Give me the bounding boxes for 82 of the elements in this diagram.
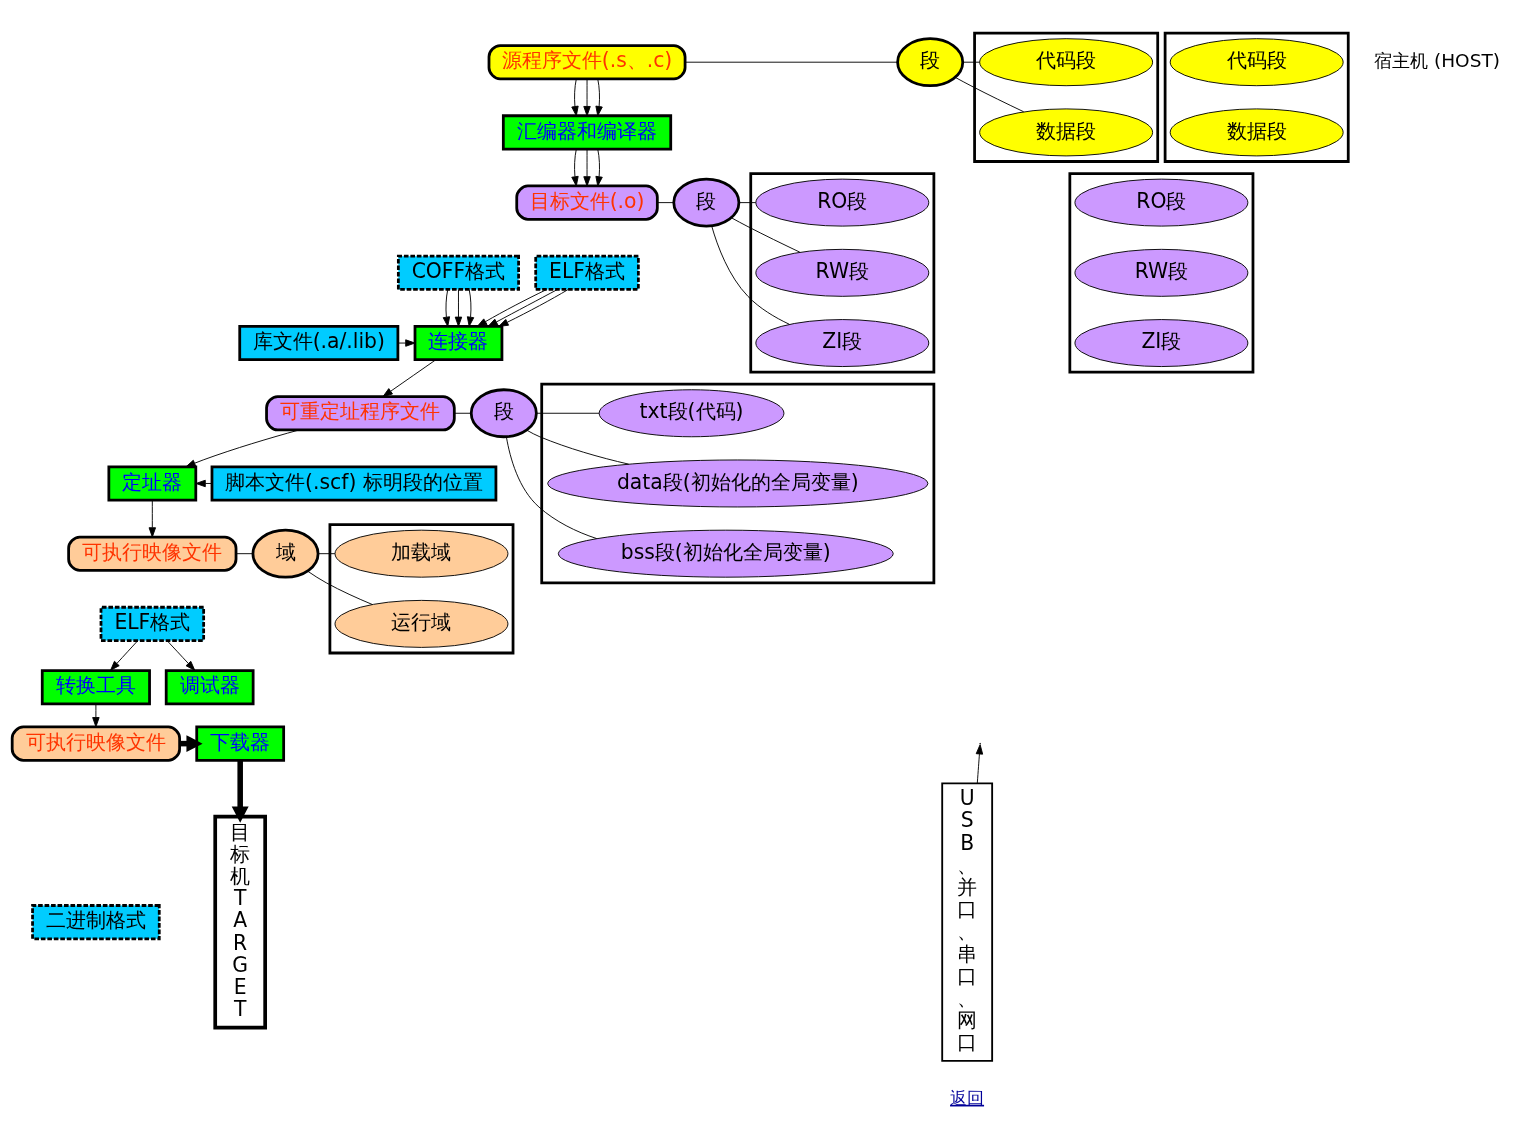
arrow xyxy=(595,78,603,116)
arrow xyxy=(110,639,139,671)
connector xyxy=(962,61,981,63)
arrow xyxy=(442,288,451,327)
connector xyxy=(235,552,254,554)
node-box: 脚本文件(.scf) 标明段的位置 xyxy=(210,464,498,501)
connector xyxy=(454,412,472,414)
arrow xyxy=(571,148,579,186)
arrow xyxy=(466,288,475,327)
node-ellipse: 段 xyxy=(469,387,538,438)
node-ellipse: ZI段 xyxy=(1074,318,1249,367)
node-box: 二进制格式 xyxy=(31,903,161,940)
node-ellipse: txt段(代码) xyxy=(598,388,785,437)
node-box: 可执行映像文件 xyxy=(10,725,181,762)
node-box: 目标文件(.o) xyxy=(515,184,659,221)
cluster xyxy=(328,522,515,654)
node-ellipse: RO段 xyxy=(755,178,930,227)
node-ellipse: bss段(初始化全局变量) xyxy=(557,529,894,578)
label: 宿主机 (HOST) xyxy=(1374,49,1500,71)
node-box: 汇编器和编译器 xyxy=(501,113,673,150)
connector xyxy=(505,436,598,539)
node-box: 下载器 xyxy=(195,725,286,762)
arrow xyxy=(595,148,603,186)
connector xyxy=(536,412,600,414)
node-ellipse: 加载域 xyxy=(334,529,509,578)
node-box: 可重定址程序文件 xyxy=(265,394,456,431)
node-box: 调试器 xyxy=(164,668,255,705)
arrow xyxy=(195,479,213,487)
connector xyxy=(318,552,336,554)
node-box: 定址器 xyxy=(107,464,198,501)
node-ellipse: RW段 xyxy=(1074,248,1249,297)
node-box: ELF格式 xyxy=(99,605,206,642)
arrow xyxy=(498,288,569,327)
node-ellipse: 运行域 xyxy=(334,599,509,648)
node-ellipse: 代码段 xyxy=(1169,37,1344,86)
node-ellipse: RW段 xyxy=(755,248,930,297)
cluster xyxy=(1068,171,1255,374)
arrow xyxy=(583,148,591,186)
node-box: USB、并口、串口、网口 xyxy=(941,781,994,1062)
cluster xyxy=(973,31,1160,163)
connector xyxy=(307,570,373,605)
cluster xyxy=(1163,31,1350,163)
connector xyxy=(731,216,801,253)
arrow xyxy=(231,760,249,823)
node-box: COFF格式 xyxy=(396,254,520,291)
node-box: 库文件(.a/.lib) xyxy=(238,324,400,361)
connector xyxy=(711,224,790,325)
node-box: 源程序文件(.s、.c) xyxy=(487,43,687,80)
arrow xyxy=(975,743,984,784)
arrow xyxy=(487,288,558,327)
arrow xyxy=(185,429,300,467)
cluster xyxy=(540,382,936,584)
node-box: 可执行映像文件 xyxy=(67,535,238,572)
node-ellipse: 代码段 xyxy=(979,37,1154,86)
arrow xyxy=(148,499,156,537)
arrow xyxy=(382,358,437,397)
arrow xyxy=(92,702,100,727)
node-ellipse: 数据段 xyxy=(979,107,1154,156)
arrow xyxy=(166,639,196,671)
node-ellipse: data段(初始化的全局变量) xyxy=(547,459,929,507)
arrow xyxy=(397,338,416,347)
node-box: 目标机TARGET xyxy=(213,814,267,1029)
arrow xyxy=(583,78,591,116)
arrow xyxy=(571,78,579,116)
node-box: ELF格式 xyxy=(534,254,640,291)
arrow xyxy=(476,288,547,327)
connector xyxy=(738,201,757,203)
arrow xyxy=(454,288,463,327)
node-box: 连接器 xyxy=(413,324,504,361)
connector xyxy=(526,429,630,465)
node-ellipse: 数据段 xyxy=(1169,107,1344,156)
connector xyxy=(656,201,674,203)
connector xyxy=(955,76,1025,112)
node-ellipse: ZI段 xyxy=(755,318,930,367)
connector xyxy=(684,61,898,63)
cluster xyxy=(749,171,936,374)
node-ellipse: 域 xyxy=(251,528,320,579)
node-ellipse: RO段 xyxy=(1074,178,1249,227)
label: 返回 xyxy=(950,1088,985,1108)
node-ellipse: 段 xyxy=(672,177,741,227)
node-box: 转换工具 xyxy=(40,668,151,705)
node-ellipse: 段 xyxy=(896,36,965,87)
